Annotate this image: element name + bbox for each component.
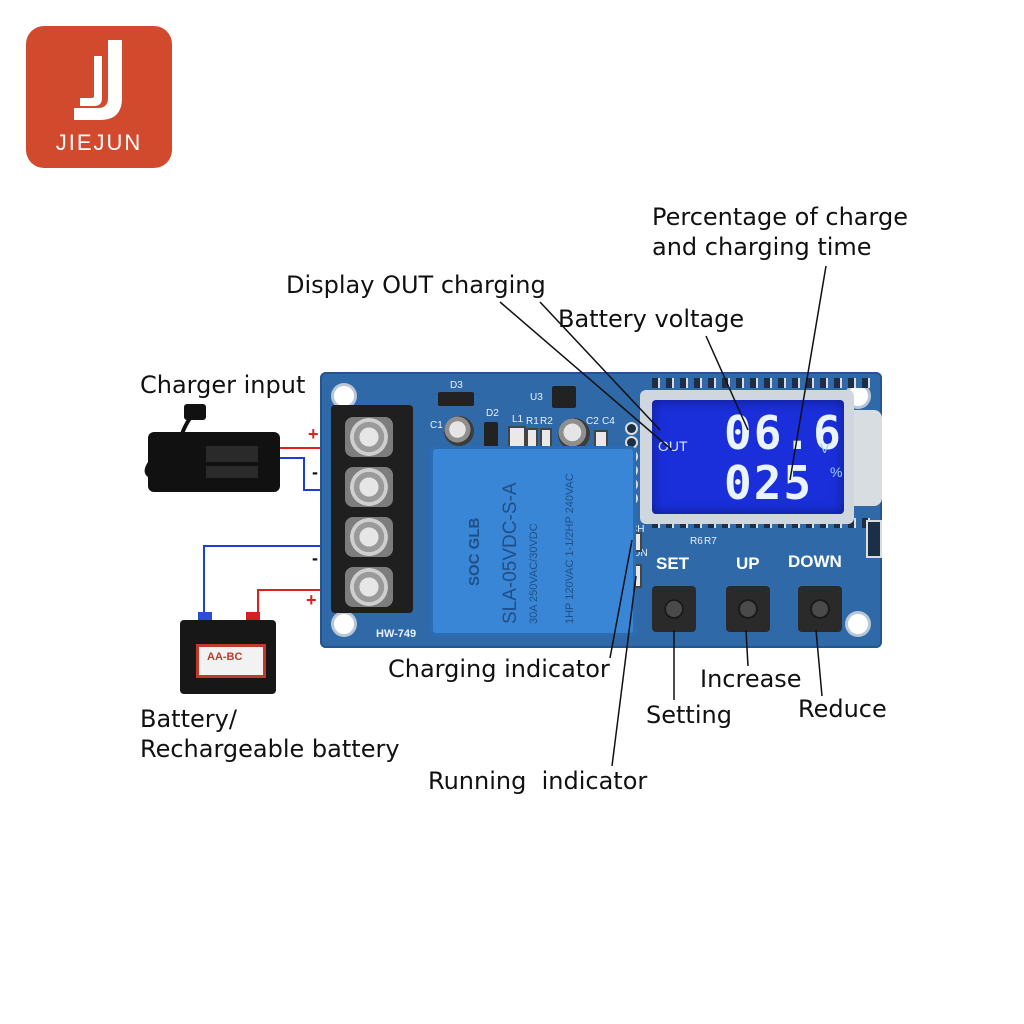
label-reduce: Reduce xyxy=(798,694,887,724)
leader-running-indicator xyxy=(612,576,636,766)
label-battery: Battery/ Rechargeable battery xyxy=(140,704,400,764)
label-display-out-charging: Display OUT charging xyxy=(286,270,546,300)
label-battery-voltage: Battery voltage xyxy=(558,304,744,334)
label-percentage-of-charge: Percentage of charge and charging time xyxy=(652,202,908,262)
label-setting: Setting xyxy=(646,700,732,730)
leader-battery-voltage xyxy=(706,336,748,430)
label-running-indicator: Running indicator xyxy=(428,766,647,796)
label-increase: Increase xyxy=(700,664,802,694)
leader-increase xyxy=(746,630,748,666)
leader-percentage xyxy=(790,266,826,480)
leader-reduce xyxy=(816,630,822,696)
label-charging-indicator: Charging indicator xyxy=(388,654,610,684)
label-charger-input: Charger input xyxy=(140,370,305,400)
leader-charging-indicator xyxy=(610,540,632,658)
